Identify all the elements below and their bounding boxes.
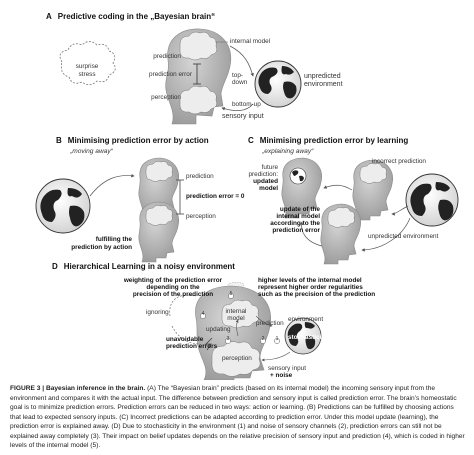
marker-4: 4	[201, 311, 205, 317]
update-label-4: prediction error	[272, 227, 320, 234]
brain-cloud-bottom-a	[179, 85, 218, 115]
prediction-label-a: prediction	[153, 53, 181, 60]
higher-levels-label-3: such as the precision of the prediction	[258, 291, 376, 298]
figure-panels: A Predictive coding in the „Bayesian brai…	[35, 12, 459, 380]
panel-d-drawing	[169, 282, 322, 380]
sensory-input-label-d-1: sensory input	[268, 365, 307, 372]
updated-label-2: model	[259, 185, 278, 192]
weighting-label-3: precision of the prediction	[132, 291, 214, 298]
panel-b-title: B Minimising prediction error by action	[56, 136, 209, 145]
fulfilling-label-2: prediction by action	[71, 244, 132, 251]
ignoring-label: ignoring	[146, 309, 169, 316]
panel-b-letter: B	[56, 136, 62, 145]
panel-c-drawing	[281, 157, 459, 265]
prediction-label-d: prediction	[256, 320, 284, 327]
future-label-1: future	[261, 164, 278, 171]
marker-2: 2	[261, 336, 265, 342]
internal-model-label-d-2: model	[227, 315, 245, 322]
future-label-2: prediction:	[248, 171, 279, 178]
globe-icon-b	[35, 178, 91, 234]
updated-label-1: updated	[253, 178, 278, 185]
panel-a-title: A Predictive coding in the „Bayesian brai…	[46, 12, 215, 21]
globe-icon-a	[254, 60, 302, 108]
updating-label: updating	[206, 326, 231, 333]
internal-model-label: internal model	[230, 38, 271, 45]
panel-b-title-text: Minimising prediction error by action	[67, 136, 209, 145]
caption-text: (A) The “Bayesian brain” predicts (based…	[10, 385, 465, 450]
caption-label: FIGURE 3 |	[10, 385, 45, 392]
stress-label: stress	[78, 71, 96, 78]
perception-label-b: perception	[186, 213, 216, 220]
update-label-2: internal model	[276, 213, 320, 220]
brain-cloud-top-a	[179, 31, 218, 61]
unavoidable-label-2: prediction errors	[166, 343, 218, 350]
unpredicted-label-1: unpredicted	[304, 73, 341, 80]
sensory-input-label-a: sensory input	[222, 113, 264, 120]
higher-levels-label-1: higher levels of the internal model	[258, 277, 362, 284]
bottom-up-label: bottom-up	[232, 101, 261, 108]
marker-1: 1	[275, 336, 279, 342]
unpredicted-env-label-c: unpredicted environment	[368, 233, 439, 240]
perception-label-d: perception	[222, 355, 252, 362]
fulfilling-label-1: fulfilling the	[95, 236, 132, 243]
weighting-label-2: depending on the	[146, 284, 200, 291]
prediction-label-b: prediction	[186, 173, 214, 180]
stress-cloud-icon	[59, 41, 116, 86]
figure-caption: FIGURE 3 | Bayesian inference in the bra…	[10, 384, 466, 451]
figure-drawing	[35, 28, 459, 380]
sensory-input-label-d-2: + noise	[270, 372, 293, 379]
panel-b-subtitle: „moving away“	[70, 148, 113, 155]
internal-model-cloud	[221, 299, 260, 329]
globe-icon-c-small	[289, 167, 307, 185]
panel-d-title-text: Hierarchical Learning in a noisy environ…	[63, 262, 235, 271]
top-down-label-2: down	[232, 79, 248, 86]
marker-5: 5	[229, 291, 233, 297]
update-label-1: update of the	[279, 206, 320, 213]
higher-levels-label-2: represent higher order regularities	[258, 284, 363, 291]
panel-a-title-text: Predictive coding in the „Bayesian brain…	[57, 12, 216, 21]
top-down-label-1: top-	[232, 72, 244, 79]
internal-model-label-d-1: internal	[225, 308, 247, 315]
globe-icon-d	[284, 317, 322, 355]
environment-label-d: environment	[288, 316, 324, 323]
panel-c-letter: C	[248, 136, 254, 145]
prediction-error-zero-label: prediction error = 0	[186, 193, 245, 200]
unavoidable-label-1: unavoidable	[166, 336, 204, 343]
unpredicted-label-2: environment	[304, 81, 343, 88]
panel-c-title: C Minimising prediction error by learning	[248, 136, 408, 145]
perception-label-a: perception	[151, 94, 181, 101]
panel-c-title-text: Minimising prediction error by learning	[259, 136, 409, 145]
panel-d-title: D Hierarchical Learning in a noisy enviro…	[52, 262, 235, 271]
incorrect-prediction-label: incorrect prediction	[372, 158, 426, 165]
panel-a-drawing	[59, 28, 302, 125]
surprise-label: surprise	[75, 63, 99, 70]
marker-3: 3	[226, 336, 230, 342]
weighting-label-1: weighting of the prediction error	[123, 277, 223, 284]
caption-title: Bayesian inference in the brain.	[45, 385, 146, 392]
panel-d-letter: D	[52, 262, 58, 271]
panel-c-subtitle: „explaining away“	[262, 148, 314, 155]
prediction-error-label-a: prediction error	[149, 71, 192, 78]
panel-b-drawing	[35, 157, 184, 263]
globe-icon-c	[405, 173, 459, 227]
stochasticity-label: stochasticity	[288, 334, 328, 341]
panel-a-letter: A	[46, 12, 52, 21]
update-label-3: according to the	[270, 220, 320, 227]
